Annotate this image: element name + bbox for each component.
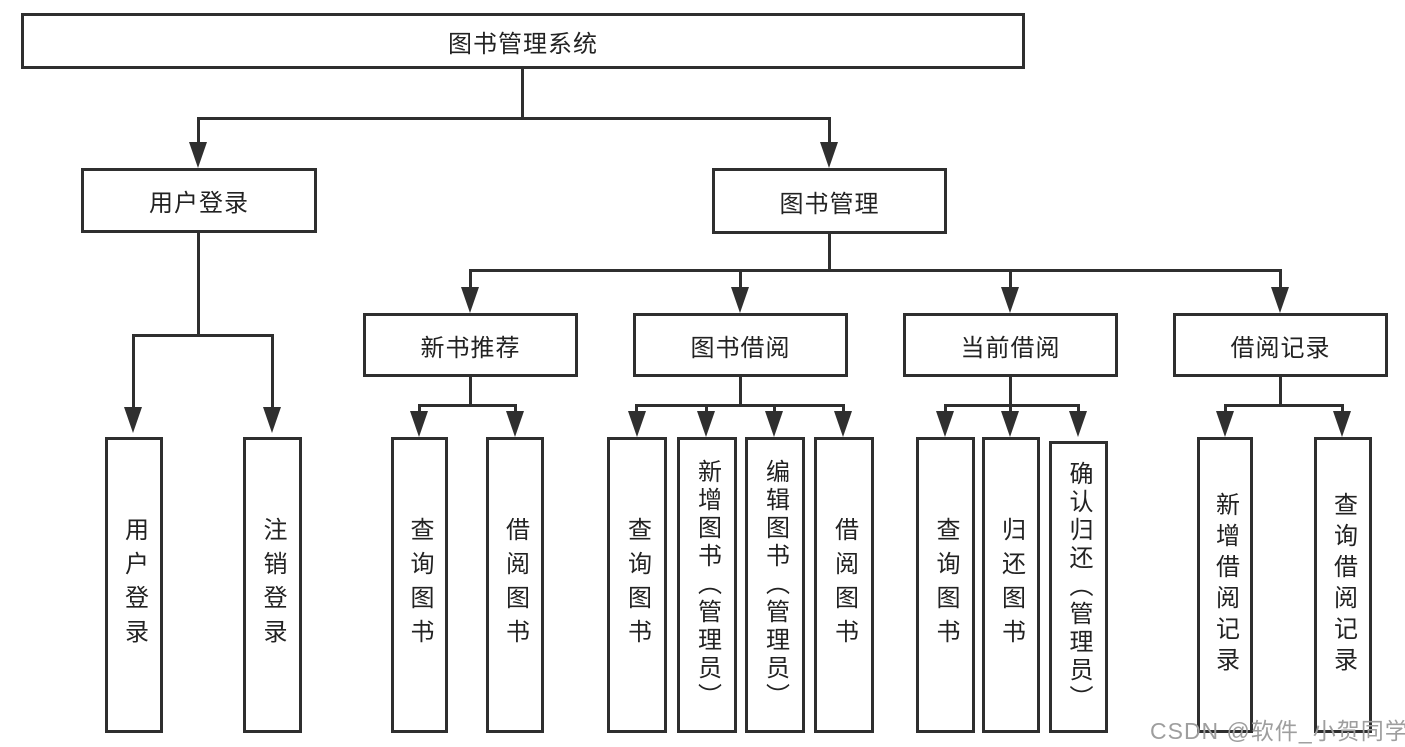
root-connector-vline	[521, 69, 524, 119]
leaf-query-books-1-label: 查询图书	[406, 517, 433, 653]
section4-branch-hline	[1224, 404, 1343, 407]
section1-leaf2-stem-line	[514, 404, 517, 413]
node-user-login-label: 用户登录	[149, 190, 249, 217]
section3-stem-line	[1009, 269, 1012, 289]
login-leaf1-stem-line	[132, 334, 135, 409]
section1-leaf1-stem-line	[418, 404, 421, 413]
mgmt-stem-line	[828, 117, 831, 145]
section2-leaf2-stem-line	[705, 404, 708, 413]
node-borrowing-records-label: 借阅记录	[1230, 334, 1331, 362]
leaf-query-books-3-label: 查询图书	[932, 517, 959, 653]
arrow-down-icon	[263, 407, 281, 433]
section4-branch-vline	[1279, 377, 1282, 406]
node-user-login: 用户登录	[81, 168, 317, 233]
leaf-borrow-books-1: 借阅图书	[486, 437, 544, 733]
arrow-down-icon	[1069, 411, 1087, 437]
node-book-borrowing-label: 图书借阅	[690, 334, 791, 362]
arrow-down-icon	[731, 287, 749, 313]
section1-branch-hline	[418, 404, 517, 407]
leaf-confirm-return-admin-label: 确认归还（管理员）	[1065, 461, 1092, 713]
login-leaf2-stem-line	[271, 334, 274, 409]
node-library-system-label: 图书管理系统	[448, 30, 598, 58]
node-book-management: 图书管理	[712, 168, 947, 234]
arrow-down-icon	[834, 411, 852, 437]
leaf-query-books-2: 查询图书	[607, 437, 667, 733]
leaf-return-books: 归还图书	[982, 437, 1040, 733]
arrow-down-icon	[1271, 287, 1289, 313]
arrow-down-icon	[124, 407, 142, 433]
node-library-system: 图书管理系统	[21, 13, 1025, 69]
leaf-query-borrow-record: 查询借阅记录	[1314, 437, 1372, 733]
login-branch-hline	[132, 334, 274, 337]
node-new-book-recommend-label: 新书推荐	[420, 334, 521, 362]
arrow-down-icon	[936, 411, 954, 437]
node-current-borrowing-label: 当前借阅	[960, 334, 1061, 362]
leaf-query-books-2-label: 查询图书	[623, 517, 651, 653]
login-stem-line	[197, 117, 200, 145]
watermark-text: CSDN @软件_小贺同学	[1150, 718, 1405, 744]
node-borrowing-records: 借阅记录	[1173, 313, 1388, 377]
section2-branch-hline	[635, 404, 845, 407]
leaf-add-books-admin-label: 新增图书（管理员）	[693, 459, 721, 711]
leaf-edit-books-admin: 编辑图书（管理员）	[745, 437, 805, 733]
mgmt-branch-vline	[828, 234, 831, 271]
leaf-add-borrow-record: 新增借阅记录	[1197, 437, 1253, 733]
leaf-logout: 注销登录	[243, 437, 302, 733]
arrow-down-icon	[697, 411, 715, 437]
section4-leaf1-stem-line	[1224, 404, 1227, 413]
login-branch-vline	[197, 233, 200, 336]
arrow-down-icon	[506, 411, 524, 437]
leaf-confirm-return-admin: 确认归还（管理员）	[1049, 441, 1108, 733]
leaf-return-books-label: 归还图书	[997, 517, 1025, 653]
section1-stem-line	[469, 269, 472, 289]
leaf-borrow-books-2-label: 借阅图书	[830, 517, 858, 653]
sections-hline	[469, 269, 1282, 272]
section3-leaf3-stem-line	[1077, 404, 1080, 413]
leaf-edit-books-admin-label: 编辑图书（管理员）	[761, 459, 789, 711]
leaf-user-login-label: 用户登录	[120, 517, 148, 653]
leaf-query-books-1: 查询图书	[391, 437, 448, 733]
node-current-borrowing: 当前借阅	[903, 313, 1118, 377]
section3-branch-vline	[1009, 377, 1012, 406]
section2-leaf3-stem-line	[773, 404, 776, 413]
arrow-down-icon	[1333, 411, 1351, 437]
node-new-book-recommend: 新书推荐	[363, 313, 578, 377]
section4-stem-line	[1279, 269, 1282, 289]
arrow-down-icon	[1216, 411, 1234, 437]
leaf-query-books-3: 查询图书	[916, 437, 975, 733]
leaf-logout-label: 注销登录	[259, 517, 286, 653]
arrow-down-icon	[1001, 287, 1019, 313]
leaf-add-borrow-record-label: 新增借阅记录	[1211, 492, 1239, 678]
arrow-down-icon	[410, 411, 428, 437]
leaf-query-borrow-record-label: 查询借阅记录	[1329, 492, 1357, 678]
arrow-down-icon	[628, 411, 646, 437]
section2-stem-line	[739, 269, 742, 289]
section3-leaf2-stem-line	[1009, 404, 1012, 413]
watermark: CSDN @软件_小贺同学	[1150, 712, 1405, 746]
leaf-borrow-books-2: 借阅图书	[814, 437, 874, 733]
section2-leaf4-stem-line	[842, 404, 845, 413]
section4-leaf2-stem-line	[1341, 404, 1344, 413]
node-book-management-label: 图书管理	[779, 190, 880, 218]
node-book-borrowing: 图书借阅	[633, 313, 848, 377]
arrow-down-icon	[820, 142, 838, 168]
leaf-user-login: 用户登录	[105, 437, 163, 733]
leaf-borrow-books-1-label: 借阅图书	[501, 517, 529, 653]
arrow-down-icon	[1001, 411, 1019, 437]
section2-branch-vline	[739, 377, 742, 406]
arrow-down-icon	[765, 411, 783, 437]
level2-connector-hline	[197, 117, 831, 120]
arrow-down-icon	[461, 287, 479, 313]
arrow-down-icon	[189, 142, 207, 168]
section2-leaf1-stem-line	[635, 404, 638, 413]
section1-branch-vline	[469, 377, 472, 406]
section3-leaf1-stem-line	[944, 404, 947, 413]
leaf-add-books-admin: 新增图书（管理员）	[677, 437, 737, 733]
